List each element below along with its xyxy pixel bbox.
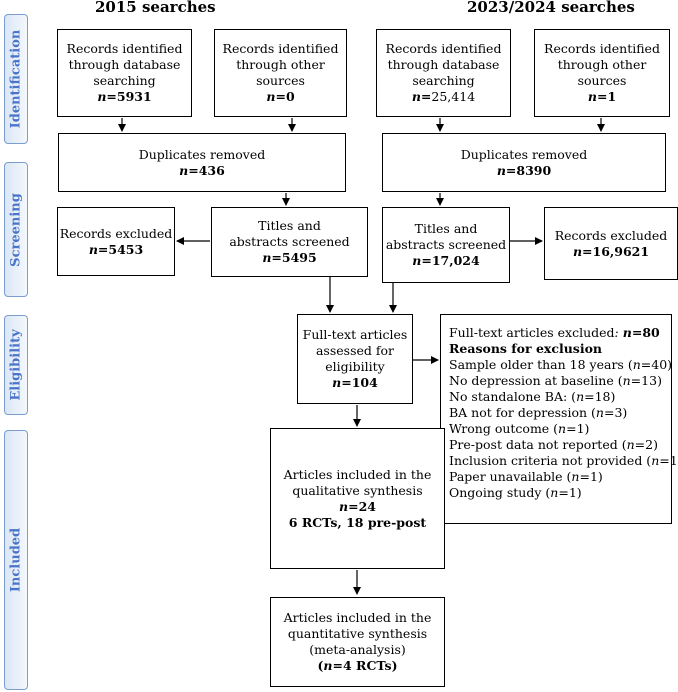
qualitative-synthesis-box: Articles included in the qualitative syn… [270,428,445,569]
exclusion-reason-item: Sample older than 18 years (n=40) [449,357,673,372]
left-records-database-box: Records identified through database sear… [57,29,192,117]
right-records-excluded-box: Records excluded n=16,9621 [544,207,678,280]
exclusion-reason-item: Pre-post data not reported (n=2) [449,437,658,452]
right-records-other-box: Records identified through other sources… [534,29,670,117]
left-titles-abstracts-screened-box: Titles and abstracts screened n=5495 [211,207,368,277]
exclusion-reason-item: Ongoing study (n=1) [449,485,582,500]
exclusion-reason-item: Wrong outcome (n=1) [449,421,590,436]
exclusion-reason-item: BA not for depression (n=3) [449,405,628,420]
stage-included: Included [4,430,28,690]
left-records-other-box: Records identified through other sources… [214,29,347,117]
stage-identification: Identification [4,14,28,144]
reasons-for-exclusion-title: Reasons for exclusion [449,341,603,356]
quantitative-synthesis-box: Articles included in the quantitative sy… [270,597,445,687]
exclusion-reason-item: No depression at baseline (n=13) [449,373,662,388]
exclusion-reasons-list: Sample older than 18 years (n=40)No depr… [449,357,678,501]
right-titles-abstracts-screened-box: Titles and abstracts screened n=17,024 [382,207,510,283]
fulltext-assessed-box: Full-text articles assessed for eligibil… [297,314,413,404]
right-records-database-box: Records identified through database sear… [376,29,511,117]
exclusion-reason-item: Paper unavailable (n=1) [449,469,603,484]
left-records-excluded-box: Records excluded n=5453 [57,207,175,276]
right-duplicates-removed-box: Duplicates removed n=8390 [382,133,666,192]
exclusion-reason-item: No standalone BA: (n=18) [449,389,616,404]
left-duplicates-removed-box: Duplicates removed n=436 [58,133,346,192]
stage-eligibility: Eligibility [4,315,28,415]
header-2023-2024-searches: 2023/2024 searches [467,0,635,16]
stage-screening: Screening [4,162,28,297]
exclusion-reason-item: Inclusion criteria not provided (n=1) [449,453,678,468]
fulltext-excluded-box: Full-text articles excluded: n=80 Reason… [440,314,678,524]
header-2015-searches: 2015 searches [95,0,216,16]
